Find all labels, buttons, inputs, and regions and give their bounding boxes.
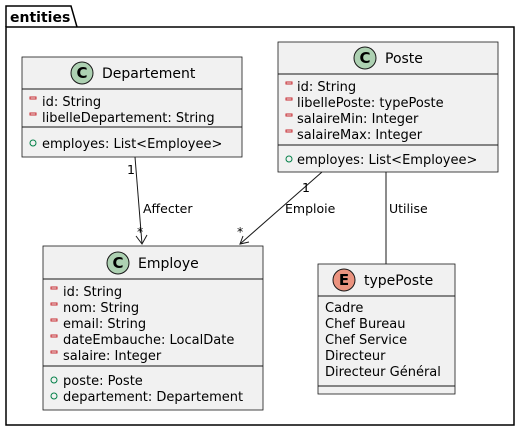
attribute: salaireMin: Integer (297, 112, 419, 127)
private-marker-icon (29, 96, 37, 100)
affecter-label: Affecter (143, 201, 193, 216)
enum-value: Chef Bureau (325, 317, 405, 332)
private-marker-icon (50, 302, 58, 306)
emploie-label: Emploie (285, 201, 336, 216)
enum-value: Directeur Général (325, 365, 441, 380)
public-marker-icon (29, 139, 37, 147)
package-name: entities (10, 10, 70, 26)
enum-value: Cadre (325, 301, 363, 316)
class-departement: C Departement id: String libelleDepartem… (21, 56, 243, 158)
svg-text:E: E (339, 271, 349, 289)
affecter-to-multiplicity: * (137, 224, 143, 239)
public-marker-icon (50, 376, 58, 384)
class-badge-icon (106, 251, 130, 275)
class-badge-icon (70, 61, 94, 85)
public-marker-icon (285, 155, 293, 163)
enum-badge-icon (332, 268, 356, 292)
package-entities: entities (5, 5, 515, 426)
utilise-label: Utilise (389, 201, 428, 216)
attribute: nom: String (63, 301, 139, 316)
class-name-departement: Departement (102, 66, 196, 82)
method: employes: List<Employee> (297, 153, 477, 168)
attribute: id: String (297, 80, 356, 95)
attribute: libelleDepartement: String (42, 111, 215, 126)
attribute: dateEmbauche: LocalDate (63, 333, 234, 348)
svg-text:C: C (112, 254, 123, 272)
enum-name-typeposte: typePoste (364, 273, 433, 289)
relation-affecter: 1 Affecter * (127, 156, 193, 245)
class-poste: C Poste id: String libellePoste: typePos… (277, 41, 499, 173)
class-employe: C Employe id: String nom: String email: … (42, 245, 264, 411)
private-marker-icon (50, 318, 58, 322)
private-marker-icon (50, 286, 58, 290)
class-badge-icon (353, 46, 377, 70)
method: poste: Poste (63, 374, 143, 389)
emploie-to-multiplicity: * (237, 224, 243, 239)
enum-value: Chef Service (325, 333, 407, 348)
method: employes: List<Employee> (42, 137, 222, 152)
affecter-from-multiplicity: 1 (127, 162, 135, 177)
attribute: salaireMax: Integer (297, 128, 423, 143)
attribute: id: String (42, 95, 101, 110)
enum-value: Directeur (325, 349, 386, 364)
attribute: libellePoste: typePoste (297, 96, 444, 111)
method: departement: Departement (63, 390, 243, 405)
attribute: id: String (63, 285, 122, 300)
svg-text:C: C (359, 49, 370, 67)
emploie-from-multiplicity: 1 (302, 180, 310, 195)
svg-text:C: C (76, 64, 87, 82)
relation-emploie: 1 Emploie * (237, 171, 336, 245)
relation-utilise: Utilise (385, 172, 428, 264)
enum-typeposte: E typePoste Cadre Chef Bureau Chef Servi… (317, 263, 456, 395)
private-marker-icon (285, 97, 293, 101)
private-marker-icon (29, 112, 37, 116)
private-marker-icon (50, 334, 58, 338)
private-marker-icon (285, 81, 293, 85)
private-marker-icon (50, 350, 58, 354)
attribute: email: String (63, 317, 146, 332)
attribute: salaire: Integer (63, 349, 162, 364)
class-name-poste: Poste (385, 51, 423, 67)
public-marker-icon (50, 392, 58, 400)
class-name-employe: Employe (138, 256, 199, 272)
private-marker-icon (285, 129, 293, 133)
private-marker-icon (285, 113, 293, 117)
